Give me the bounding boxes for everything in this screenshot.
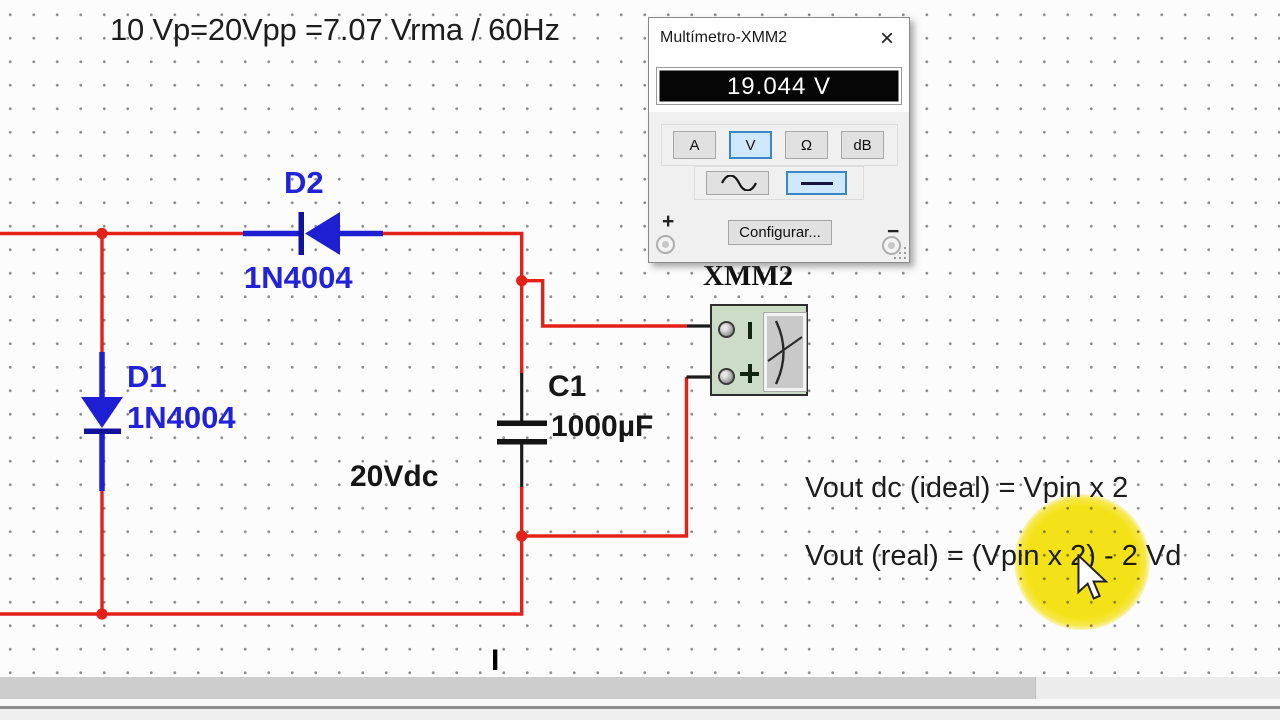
status-gap <box>0 699 1280 706</box>
meter-face-graphic <box>767 320 803 385</box>
resize-grip[interactable] <box>894 247 906 259</box>
diode-d2-symbol[interactable] <box>298 212 341 255</box>
scrollbar-thumb[interactable] <box>0 677 1036 699</box>
component-leads <box>520 324 718 487</box>
configure-button[interactable]: Configurar... <box>728 220 832 245</box>
close-icon[interactable]: × <box>879 25 894 52</box>
mode-button-amps[interactable]: A <box>673 131 716 159</box>
schematic-canvas[interactable]: 10 Vp=20Vpp =7.07 Vrma / 60Hz D2 1N4004 … <box>0 0 1280 677</box>
dialog-title: Multímetro-XMM2 <box>660 29 788 46</box>
label-i-mark[interactable]: I <box>491 644 500 677</box>
multimeter-component[interactable] <box>710 304 808 396</box>
wires-layer <box>0 212 718 620</box>
wave-panel <box>694 166 864 200</box>
mode-button-db[interactable]: dB <box>841 131 884 159</box>
status-bar <box>0 709 1280 720</box>
plus-terminal-label: + <box>662 210 675 233</box>
horizontal-scrollbar[interactable] <box>0 677 1280 699</box>
label-d2-ref[interactable]: D2 <box>284 165 324 200</box>
dialog-titlebar[interactable]: Multímetro-XMM2 × <box>649 18 909 63</box>
diode-leads <box>99 230 383 491</box>
sine-wave-icon <box>720 175 757 191</box>
component-terminal-minus[interactable] <box>718 321 735 338</box>
display-strip: 19.044 V <box>649 63 909 112</box>
ac-mode-button[interactable] <box>706 171 769 195</box>
cursor-arrow-icon <box>1077 553 1109 600</box>
junction-dots <box>96 227 528 620</box>
diode-d1-symbol[interactable] <box>81 397 123 434</box>
mode-button-volts[interactable]: V <box>729 131 772 159</box>
label-d1-part[interactable]: 1N4004 <box>127 400 236 435</box>
dc-mode-button[interactable] <box>786 171 847 195</box>
dialog-jack-plus <box>656 235 675 254</box>
multimeter-dialog: Multímetro-XMM2 × 19.044 V A V Ω dB + − … <box>648 17 910 263</box>
dialog-jack-minus <box>882 236 901 255</box>
mode-panel <box>661 124 898 166</box>
label-source-value[interactable]: 20Vdc <box>350 460 439 493</box>
plus-mark <box>740 364 759 383</box>
wire-net-red[interactable] <box>0 231 689 616</box>
label-xmm2-ref[interactable]: XMM2 <box>703 260 794 292</box>
annotation-input-formula[interactable]: 10 Vp=20Vpp =7.07 Vrma / 60Hz <box>110 12 560 47</box>
label-c1-value[interactable]: 1000µF <box>551 410 654 443</box>
mouse-cursor <box>1077 553 1111 607</box>
label-d1-ref[interactable]: D1 <box>127 359 167 394</box>
meter-face <box>763 312 807 392</box>
mode-button-ohms[interactable]: Ω <box>785 131 828 159</box>
meter-reading-display: 19.044 V <box>656 67 902 105</box>
minus-mark <box>748 322 752 339</box>
capacitor-c1-symbol[interactable] <box>497 420 547 445</box>
component-terminal-plus[interactable] <box>718 368 735 385</box>
dc-line-icon <box>800 181 833 185</box>
label-c1-ref[interactable]: C1 <box>548 370 587 403</box>
status-divider <box>0 706 1280 709</box>
label-d2-part[interactable]: 1N4004 <box>244 260 353 295</box>
